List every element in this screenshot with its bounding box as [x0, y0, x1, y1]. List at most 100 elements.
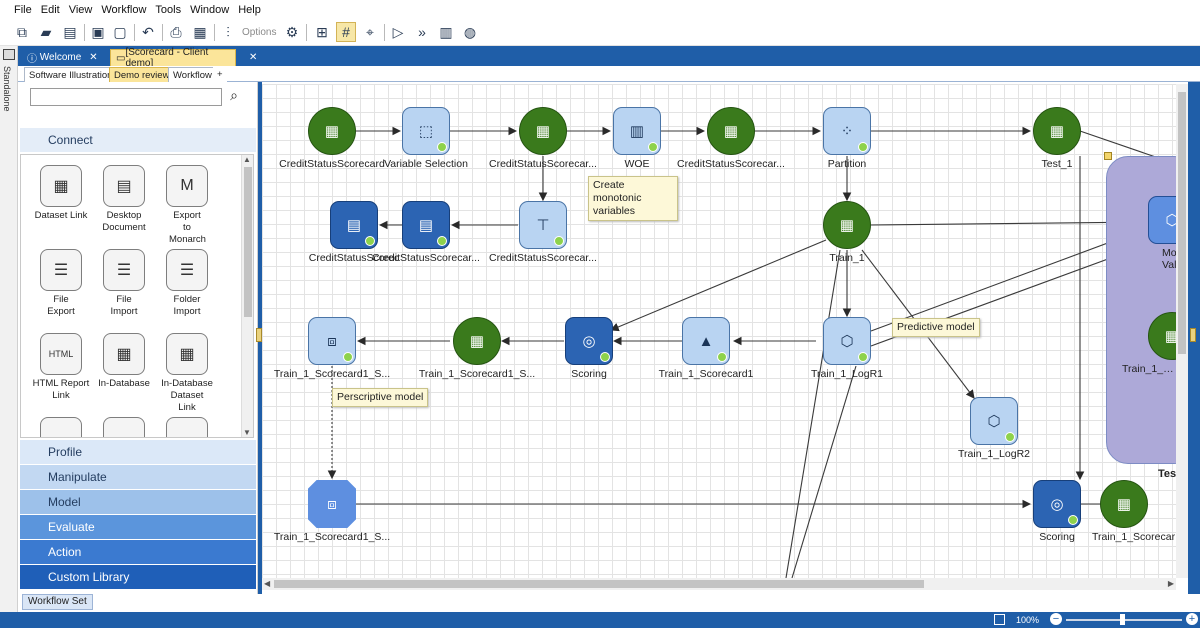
- note-perscriptive-model[interactable]: Perscriptive model: [332, 388, 429, 407]
- toolbox-scrollbar[interactable]: ▲ ▼: [241, 155, 253, 437]
- node-test-1[interactable]: ▦ Test_1: [997, 107, 1117, 170]
- zoom-in-button[interactable]: +: [1186, 613, 1198, 625]
- new-workflow-icon[interactable]: ⧉: [17, 24, 27, 40]
- node-train-1[interactable]: ▦ Train_1: [787, 201, 907, 264]
- tab-software-illustration[interactable]: Software Illustration: [24, 67, 118, 82]
- category-action[interactable]: Action: [20, 540, 256, 564]
- scroll-down-icon[interactable]: ▼: [243, 428, 251, 437]
- tool-folder-import[interactable]: ☰ Folder Import: [157, 249, 217, 318]
- play-icon[interactable]: ▷: [392, 24, 404, 40]
- tab-welcome[interactable]: ⓘ Welcome ✕: [22, 49, 103, 66]
- search-input[interactable]: [30, 88, 222, 106]
- zoom-out-button[interactable]: −: [1050, 613, 1062, 625]
- node-train-scorecard1[interactable]: ▲ Train_1_Scorecard1: [646, 317, 766, 380]
- open-document-icon[interactable]: ▤: [63, 24, 77, 40]
- category-evaluate[interactable]: Evaluate: [20, 515, 256, 539]
- workflow-set-tab[interactable]: Workflow Set: [22, 594, 93, 610]
- scroll-thumb[interactable]: [1178, 92, 1186, 354]
- add-tab-button[interactable]: +: [213, 67, 227, 82]
- layout-icon[interactable]: ⊞: [316, 24, 328, 40]
- node-scoring-2[interactable]: ◎ Scoring: [997, 480, 1117, 543]
- category-profile[interactable]: Profile: [20, 440, 256, 464]
- node-credit-status-doc-1[interactable]: ▤ CreditStatusScorec: [294, 201, 414, 264]
- collapse-handle[interactable]: [1190, 328, 1196, 342]
- model-icon[interactable]: ◍: [463, 24, 477, 40]
- target-icon[interactable]: ⌖: [366, 24, 374, 40]
- node-train-logr[interactable]: ▦ Train_1_LogR: [1122, 312, 1176, 375]
- menu-help[interactable]: Help: [238, 4, 261, 16]
- close-icon[interactable]: ✕: [249, 52, 258, 63]
- tool-in-database[interactable]: ▦ In-Database: [94, 333, 154, 390]
- options-icon[interactable]: ⫶: [226, 24, 230, 40]
- tool-more[interactable]: [31, 417, 91, 437]
- report-icon[interactable]: ▥: [439, 24, 453, 40]
- canvas-vertical-scrollbar[interactable]: [1176, 84, 1188, 578]
- collapse-handle[interactable]: [256, 328, 262, 342]
- group-resize-handle[interactable]: [1104, 152, 1112, 160]
- node-train-scorecard-s-2[interactable]: ▦ Train_1_Scorecard1_S...: [417, 317, 537, 380]
- node-variable-selection[interactable]: ⬚ Variable Selection: [366, 107, 486, 170]
- grid-icon[interactable]: #: [336, 22, 356, 42]
- scroll-thumb[interactable]: [274, 580, 924, 588]
- tool-file-export[interactable]: ☰ File Export: [31, 249, 91, 318]
- standalone-tab[interactable]: Standalone: [2, 66, 12, 112]
- note-predictive-model[interactable]: Predictive model: [892, 318, 980, 337]
- tab-workflow[interactable]: Workflow: [168, 67, 217, 82]
- tool-in-database-dataset-link[interactable]: ▦ In-Database Dataset Link: [157, 333, 217, 414]
- undo-icon[interactable]: ↶: [142, 24, 154, 40]
- panel-splitter[interactable]: [256, 82, 262, 594]
- category-manipulate[interactable]: Manipulate: [20, 465, 256, 489]
- node-train-scorecar[interactable]: ▦ Train_1_Scorecar: [1092, 480, 1176, 543]
- category-connect[interactable]: Connect: [20, 128, 256, 152]
- tool-dataset-link[interactable]: ▦ Dataset Link: [31, 165, 91, 222]
- options-label[interactable]: Options: [242, 27, 277, 38]
- scroll-thumb[interactable]: [244, 167, 252, 317]
- tool-file-import[interactable]: ☰ File Import: [94, 249, 154, 318]
- menu-edit[interactable]: Edit: [40, 4, 60, 16]
- scroll-left-icon[interactable]: ◀: [264, 579, 271, 588]
- node-credit-status-tree[interactable]: ⊤ CreditStatusScorecar...: [483, 201, 603, 264]
- node-credit-status-scorecard-3[interactable]: ▦ CreditStatusScorecar...: [671, 107, 791, 170]
- category-model[interactable]: Model: [20, 490, 256, 514]
- menu-workflow[interactable]: Workflow: [101, 4, 147, 16]
- node-woe[interactable]: ▥ WOE: [577, 107, 697, 170]
- node-train-logr1[interactable]: ⬡ Train_1_LogR1: [787, 317, 907, 380]
- save-icon[interactable]: ▣: [91, 24, 105, 40]
- tab-demo-review[interactable]: Demo review: [109, 67, 175, 82]
- tab-scorecard[interactable]: ▭ [Scorecard - Client demo]: [110, 47, 236, 69]
- node-partition[interactable]: ⁘ Partition: [787, 107, 907, 170]
- node-scoring[interactable]: ◎ Scoring: [529, 317, 649, 380]
- menu-tools[interactable]: Tools: [155, 4, 182, 16]
- scroll-up-icon[interactable]: ▲: [243, 155, 251, 164]
- node-train-logr2[interactable]: ⬡ Train_1_LogR2: [934, 397, 1054, 460]
- tool-more[interactable]: [94, 417, 154, 437]
- node-train-scorecard-s-3[interactable]: ⧈ Train_1_Scorecard1_S...: [272, 480, 392, 543]
- menu-window[interactable]: Window: [190, 4, 230, 16]
- category-custom-library[interactable]: Custom Library: [20, 565, 256, 589]
- node-credit-status-doc-2[interactable]: ▤ CreditStatusScorecar...: [366, 201, 486, 264]
- node-model-validation[interactable]: ⬡ Mod Valida: [1148, 196, 1176, 271]
- open-folder-icon[interactable]: ▰: [40, 24, 52, 40]
- menu-file[interactable]: File: [14, 4, 32, 16]
- panel-icon[interactable]: [3, 49, 15, 60]
- tool-desktop-document[interactable]: ▤ Desktop Document: [94, 165, 154, 234]
- fit-page-icon[interactable]: [994, 614, 1005, 625]
- print-icon[interactable]: ⎙: [170, 24, 182, 40]
- export-icon[interactable]: ▦: [193, 24, 207, 40]
- zoom-slider-thumb[interactable]: [1120, 614, 1125, 625]
- tool-more[interactable]: [157, 417, 217, 437]
- node-train-scorecard-s-1[interactable]: ⧈ Train_1_Scorecard1_S...: [272, 317, 392, 380]
- menu-view[interactable]: View: [68, 4, 93, 16]
- run-all-icon[interactable]: »: [418, 24, 426, 40]
- scroll-right-icon[interactable]: ▶: [1167, 579, 1174, 588]
- tool-html-report-link[interactable]: HTML HTML Report Link: [31, 333, 91, 402]
- workflow-canvas[interactable]: Tes ▦ CreditStatusScorecard ⬚ Variable S…: [262, 84, 1176, 578]
- search-icon[interactable]: ⌕: [230, 87, 238, 103]
- tool-export-monarch[interactable]: M Export to Monarch: [157, 165, 217, 246]
- note-woe[interactable]: Create monotonic variables: [588, 176, 678, 221]
- close-icon[interactable]: ✕: [89, 52, 98, 63]
- save-as-icon[interactable]: ▢: [113, 24, 127, 40]
- run-settings-icon[interactable]: ⚙: [285, 24, 299, 40]
- node-credit-status-scorecard-2[interactable]: ▦ CreditStatusScorecar...: [483, 107, 603, 170]
- node-credit-status-scorecard[interactable]: ▦ CreditStatusScorecard: [272, 107, 392, 170]
